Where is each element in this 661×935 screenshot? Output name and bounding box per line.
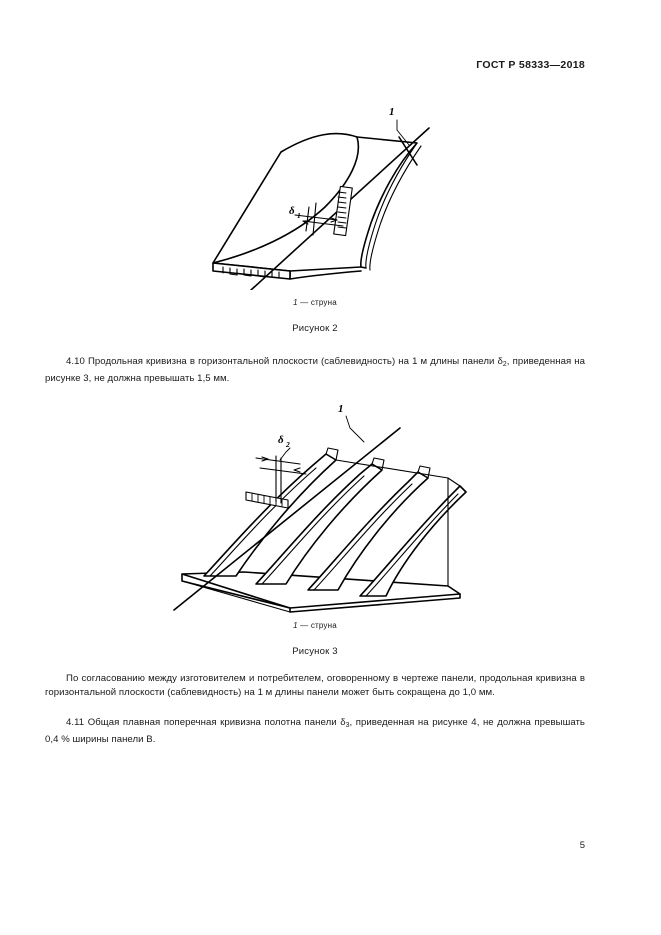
paragraph-4-10-number: 4.10: [66, 356, 88, 367]
paragraph-4-10-text-after: , приведенная на рисунке 3, не должна пр…: [45, 356, 586, 385]
figure-2-key-text: струна: [310, 298, 337, 307]
figure-2-ruler: [333, 185, 353, 237]
figure-2-callout-label: 1: [389, 106, 395, 118]
page-number: 5: [579, 840, 585, 851]
figure-3-dimension-marks: [255, 456, 307, 475]
paragraph-4-11-text-after: , приведенная на рисунке 4, не должна пр…: [45, 717, 585, 746]
figure-2-caption: Рисунок 2: [292, 323, 338, 334]
figure-3-callout-label: 1: [338, 403, 344, 415]
figure-3-dimension-subscript: 2: [285, 440, 290, 449]
figure-2-dimension-subscript: 1: [297, 211, 301, 220]
paragraph-4-11: 4.11 Общая плавная поперечная кривизна п…: [45, 716, 585, 748]
figure-3-measure-bar: [275, 455, 282, 504]
document-header-standard-number: ГОСТ Р 58333—2018: [476, 59, 585, 71]
figure-3-key-dash: —: [300, 621, 309, 630]
figure-3-key-text: струна: [310, 621, 337, 630]
figure-3-key-label: 1: [293, 621, 298, 630]
figure-3-ruler: [245, 491, 289, 509]
figure-3-block: 1: [45, 398, 585, 657]
paragraph-4-11-text-before: Общая плавная поперечная кривизна полотн…: [87, 717, 341, 728]
figure-2-dimension-symbol: δ: [289, 205, 295, 217]
paragraph-4-10: 4.10 Продольная кривизна в горизонтально…: [45, 355, 585, 387]
figure-3-illustration: 1: [173, 403, 467, 613]
figure-2-key-label: 1: [293, 298, 298, 307]
figure-2-dimension-marks: [294, 202, 344, 236]
paragraph-agreement-text: По согласованию между изготовителем и по…: [45, 673, 585, 699]
paragraph-4-10-text-before: Продольная кривизна в горизонтальной пло…: [87, 356, 498, 367]
figure-2-illustration: 1: [212, 106, 430, 290]
paragraph-4-10-subscript: 2: [502, 360, 507, 368]
figure-2-block: 1: [45, 95, 585, 334]
paragraph-4-11-symbol: δ: [340, 717, 346, 728]
figure-3-dimension-symbol: δ: [278, 434, 284, 446]
figure-2-key-dash: —: [300, 298, 309, 307]
paragraph-4-10-symbol: δ: [497, 356, 503, 367]
figure-3-caption: Рисунок 3: [292, 646, 338, 657]
paragraph-agreement: По согласованию между изготовителем и по…: [45, 672, 585, 701]
paragraph-4-11-number: 4.11: [66, 717, 88, 728]
figure-2-key: 1 — струна: [45, 298, 585, 307]
paragraph-4-11-subscript: 3: [345, 721, 350, 729]
figure-3-key: 1 — струна: [45, 621, 585, 630]
